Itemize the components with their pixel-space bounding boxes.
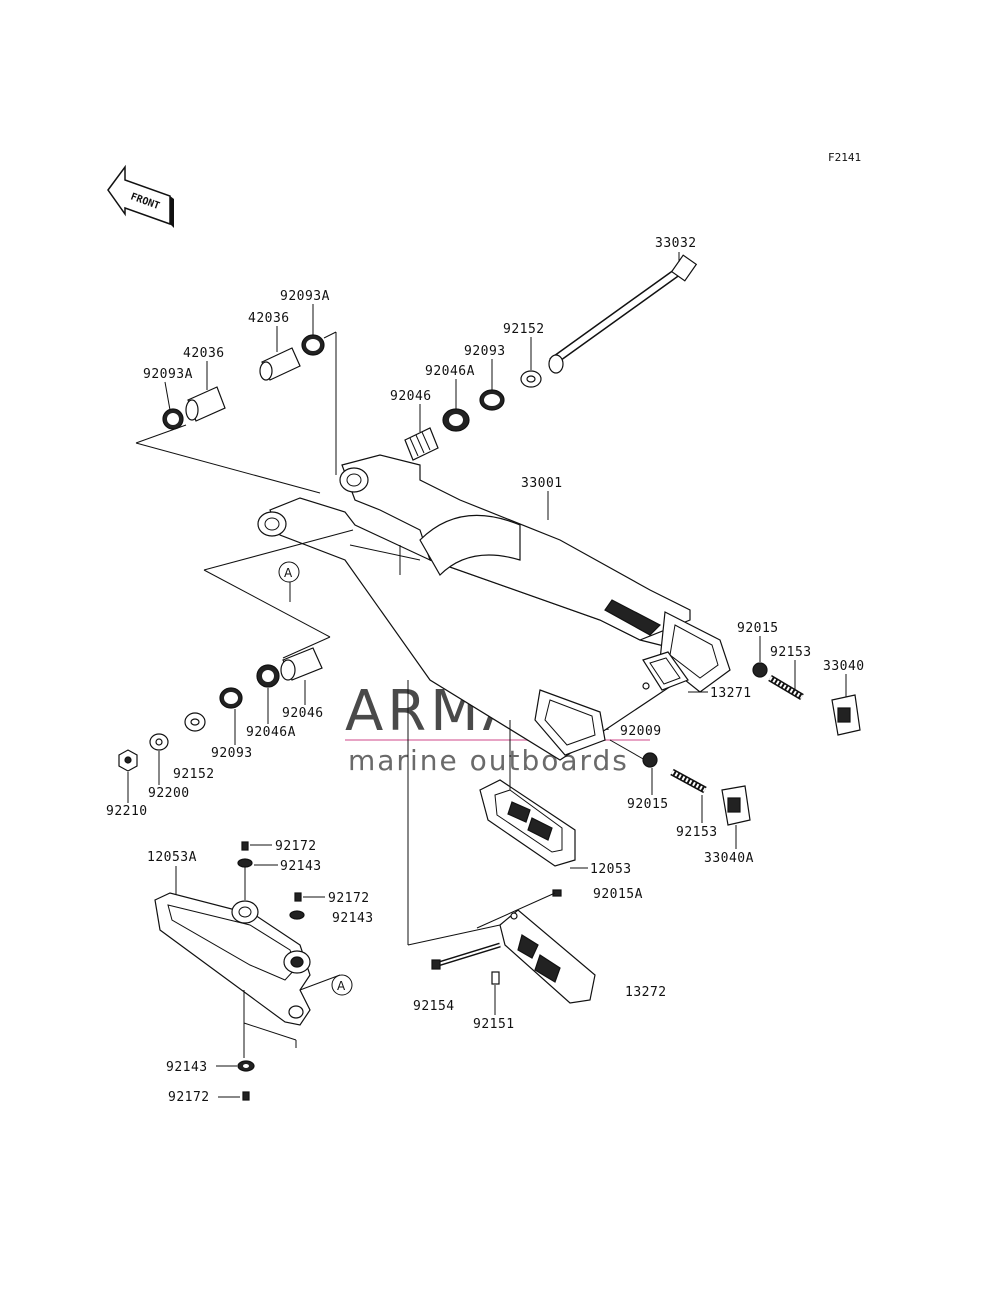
label-92143-c: 92143 (166, 1060, 208, 1075)
axle-part (548, 254, 698, 374)
washer-92143-b (289, 910, 305, 920)
label-92151: 92151 (473, 1017, 515, 1032)
chain-slider-13272 (499, 909, 596, 1004)
chain-guide-12053 (479, 779, 576, 867)
label-12053A: 12053A (147, 850, 197, 865)
label-92046-low: 92046 (282, 706, 324, 721)
washer-92143-c (237, 1060, 255, 1072)
bolt-92153-r (768, 674, 804, 701)
label-13271: 13271 (710, 686, 752, 701)
bearing-92046-top (404, 427, 439, 461)
ref-a-top: A (278, 561, 300, 583)
label-33001: 33001 (521, 476, 563, 491)
figure-code: F2141 (828, 151, 861, 164)
label-92009: 92009 (620, 724, 662, 739)
seal-92093-top (479, 389, 505, 411)
label-92093A-top: 92093A (280, 289, 330, 304)
label-13272: 13272 (625, 985, 667, 1000)
bearing-92046A-low (256, 664, 280, 688)
label-33040: 33040 (823, 659, 865, 674)
label-92153-r: 92153 (770, 645, 812, 660)
label-92093-top: 92093 (464, 344, 506, 359)
label-92046A-top: 92046A (425, 364, 475, 379)
washer-92152-low (184, 712, 206, 732)
label-92093A-mid: 92093A (143, 367, 193, 382)
bolt-92172-c (242, 1091, 250, 1101)
label-12053: 12053 (590, 862, 632, 877)
washer-92143-a (237, 858, 253, 868)
watermark-tagline: marine outboards (348, 744, 629, 777)
label-92152-top: 92152 (503, 322, 545, 337)
label-92200: 92200 (148, 786, 190, 801)
bearing-92046A-top (442, 408, 470, 432)
bolt-92154 (431, 942, 501, 970)
bolt-92153-low (670, 768, 707, 794)
svg-text:A: A (337, 979, 346, 993)
label-92154: 92154 (413, 999, 455, 1014)
bolt-92172-b (294, 892, 302, 902)
label-92046-top: 92046 (390, 389, 432, 404)
svg-text:A: A (284, 566, 293, 580)
label-92143-b: 92143 (332, 911, 374, 926)
washer-92200 (149, 733, 169, 751)
label-92210: 92210 (106, 804, 148, 819)
label-92153-low: 92153 (676, 825, 718, 840)
label-42036-mid: 42036 (183, 346, 225, 361)
washer-92152-top (520, 370, 542, 388)
seal-92093A-mid (162, 408, 184, 430)
label-92015A: 92015A (593, 887, 643, 902)
label-92172-a: 92172 (275, 839, 317, 854)
label-92172-b: 92172 (328, 891, 370, 906)
plate-13271 (642, 651, 689, 691)
label-92046A-low: 92046A (246, 725, 296, 740)
nut-92210 (118, 749, 138, 772)
swingarm-part (257, 454, 731, 761)
block-33040 (831, 694, 861, 736)
bolt-92151 (491, 971, 500, 985)
bolt-92172-a (241, 841, 249, 851)
label-33032: 33032 (655, 236, 697, 251)
label-92152-low: 92152 (173, 767, 215, 782)
bearing-92046-low (280, 647, 323, 681)
label-92015-r: 92015 (737, 621, 779, 636)
front-arrow-icon: FRONT (107, 164, 174, 228)
label-92015-low: 92015 (627, 797, 669, 812)
collar-42036-mid (185, 386, 226, 422)
seal-92093-low (219, 687, 243, 709)
label-92143-a: 92143 (280, 859, 322, 874)
ref-a-bottom: A (331, 974, 353, 996)
block-33040A (721, 785, 751, 826)
link-12053A (154, 892, 311, 1026)
label-42036-top: 42036 (248, 311, 290, 326)
label-92093-low: 92093 (211, 746, 253, 761)
bolt-92015A (552, 889, 562, 897)
seal-92093A-top (301, 334, 325, 356)
collar-42036-top (259, 347, 301, 381)
nut-92015-low (642, 752, 658, 768)
nut-92015-r (752, 662, 768, 678)
label-33040A: 33040A (704, 851, 754, 866)
label-92172-c: 92172 (168, 1090, 210, 1105)
